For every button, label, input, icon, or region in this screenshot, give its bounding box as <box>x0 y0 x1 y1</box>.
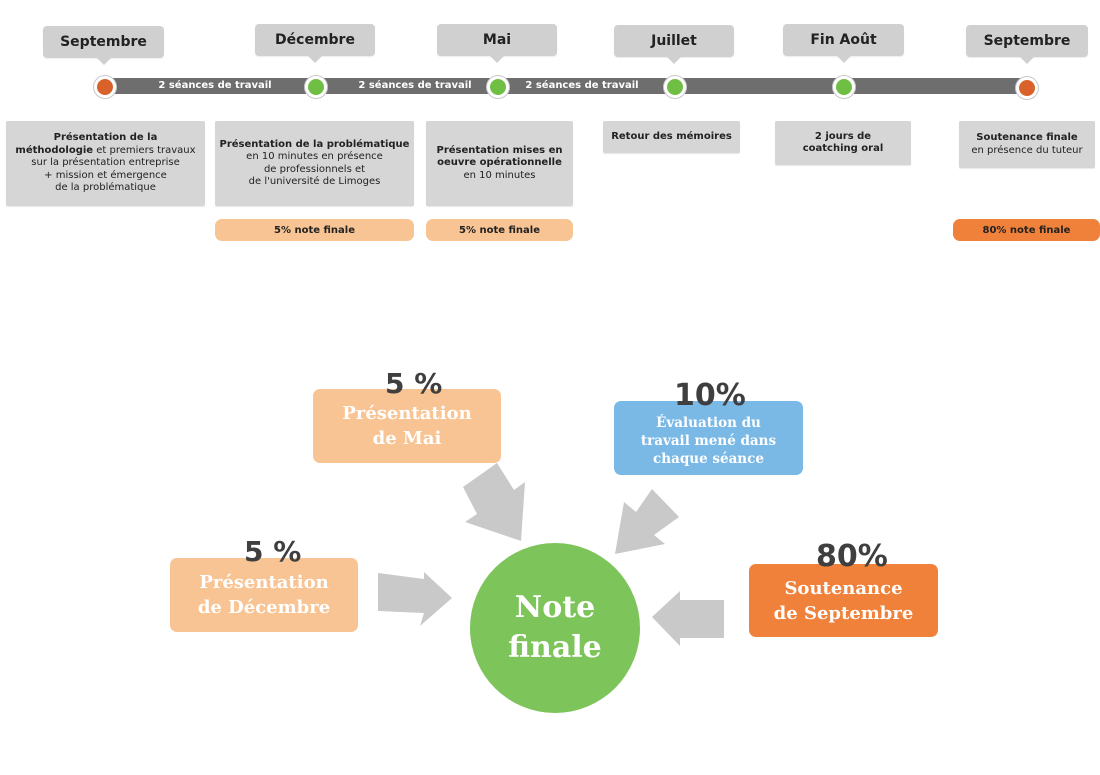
event-line: de la problématique <box>55 182 156 195</box>
event-line: Présentation de la <box>54 132 158 145</box>
input-line: de Mai <box>372 428 442 449</box>
track-label: 2 séances de travail <box>358 80 472 91</box>
event-line-text: en 10 minutes <box>463 169 536 181</box>
event-line-text: de la problématique <box>55 182 156 194</box>
event-line-text: de l'université de Limoges <box>248 176 381 187</box>
event-line: oeuvre opérationnelle <box>437 157 562 170</box>
event-line-text: de professionnels et <box>263 163 366 175</box>
event-description: Retour des mémoires <box>603 121 740 153</box>
weight-pill: 5% note finale <box>426 219 573 241</box>
timeline-node-orange <box>94 76 116 98</box>
timeline-node-green <box>833 76 855 98</box>
input-line: travail mené dans <box>640 433 777 449</box>
percent-label: 80% <box>816 539 888 574</box>
event-line: en 10 minutes <box>463 170 535 183</box>
month-text: Mai <box>482 32 512 48</box>
timeline-track <box>104 78 1026 94</box>
event-line-bold: oeuvre opérationnelle <box>437 157 562 169</box>
input-line: de Décembre <box>197 597 331 618</box>
event-line-bold: coatching oral <box>802 143 884 154</box>
month-text: Septembre <box>60 34 147 50</box>
arrows <box>378 463 724 646</box>
event-line: + mission et émergence <box>44 170 167 183</box>
timeline-node-green <box>664 76 686 98</box>
event-line-bold: Présentation de la <box>53 132 158 144</box>
event-line-text: sur la présentation entreprise <box>31 157 180 169</box>
event-line-bold: 2 jours de <box>814 130 872 142</box>
event-line: Présentation mises en <box>436 145 562 158</box>
month-label: Juillet <box>614 25 734 64</box>
event-line-bold: Présentation mises en <box>436 144 563 156</box>
event-line: de l'université de Limoges <box>249 176 381 189</box>
event-line: Présentation de la problématique <box>220 139 410 152</box>
month-label: Décembre <box>255 24 375 63</box>
event-line: en 10 minutes en présence <box>246 151 383 164</box>
event-line-bold: Soutenance finale <box>976 132 1078 143</box>
percent-label: 5 % <box>385 367 443 400</box>
track-label: 2 séances de travail <box>158 80 272 91</box>
event-line: en présence du tuteur <box>971 145 1082 158</box>
event-line: coatching oral <box>803 143 884 156</box>
month-label: Septembre <box>966 25 1088 64</box>
input-box-septembre: Soutenance de Septembre <box>749 564 938 637</box>
month-label: Septembre <box>43 26 164 65</box>
percent-label: 5 % <box>244 535 302 568</box>
event-line-text: et premiers travaux <box>93 144 196 156</box>
event-line-bold: Retour des mémoires <box>611 130 732 142</box>
month-text: Septembre <box>983 33 1071 49</box>
input-box-seance: Évaluation du travail mené dans chaque s… <box>614 401 803 475</box>
arrow-from-seance <box>615 489 679 554</box>
track-label: 2 séances de travail <box>525 80 639 91</box>
event-line-text: en 10 minutes en présence <box>246 151 383 162</box>
event-line-text: en présence du tuteur <box>971 144 1083 156</box>
input-line: Présentation <box>199 572 329 593</box>
event-line: de professionnels et <box>264 164 365 177</box>
month-label: Mai <box>437 24 557 63</box>
month-text: Décembre <box>275 32 355 48</box>
input-line: de Septembre <box>773 602 914 624</box>
month-label: Fin Août <box>783 24 904 63</box>
event-line: méthodologie et premiers travaux <box>15 145 195 158</box>
center-line: Note <box>514 590 596 625</box>
weight-pill: 5% note finale <box>215 219 414 241</box>
final-grade-circle: Note finale <box>470 543 640 713</box>
timeline-node-green <box>487 76 509 98</box>
event-line-text: + mission et émergence <box>44 169 167 181</box>
input-box-mai: Présentation de Mai <box>313 389 501 463</box>
timeline-node-green <box>305 76 327 98</box>
percent-label: 10% <box>674 378 746 413</box>
input-line: Soutenance <box>784 577 903 599</box>
event-line: Retour des mémoires <box>611 131 732 144</box>
month-text: Juillet <box>651 33 697 49</box>
timeline: Septembre Décembre Mai Juillet Fin Août … <box>0 0 1100 250</box>
timeline-node-orange <box>1016 77 1038 99</box>
input-line: Présentation <box>342 403 472 424</box>
arrow-from-decembre <box>378 572 452 626</box>
event-line-bold: méthodologie <box>15 144 94 156</box>
input-box-decembre: Présentation de Décembre <box>170 558 358 632</box>
input-line: chaque séance <box>653 451 764 467</box>
grade-diagram: Présentation de Mai 5 % Évaluation du tr… <box>0 300 1100 775</box>
center-line: finale <box>508 630 602 665</box>
event-line-bold: Présentation de la problématique <box>219 138 410 150</box>
arrow-from-septembre <box>652 591 724 646</box>
weight-pill: 80% note finale <box>953 219 1100 241</box>
event-line: 2 jours de <box>815 131 871 144</box>
event-line: sur la présentation entreprise <box>31 157 179 170</box>
arrow-from-mai <box>463 463 525 541</box>
event-line: Soutenance finale <box>976 132 1077 145</box>
month-text: Fin Août <box>810 32 877 48</box>
input-line: Évaluation du <box>656 415 761 431</box>
